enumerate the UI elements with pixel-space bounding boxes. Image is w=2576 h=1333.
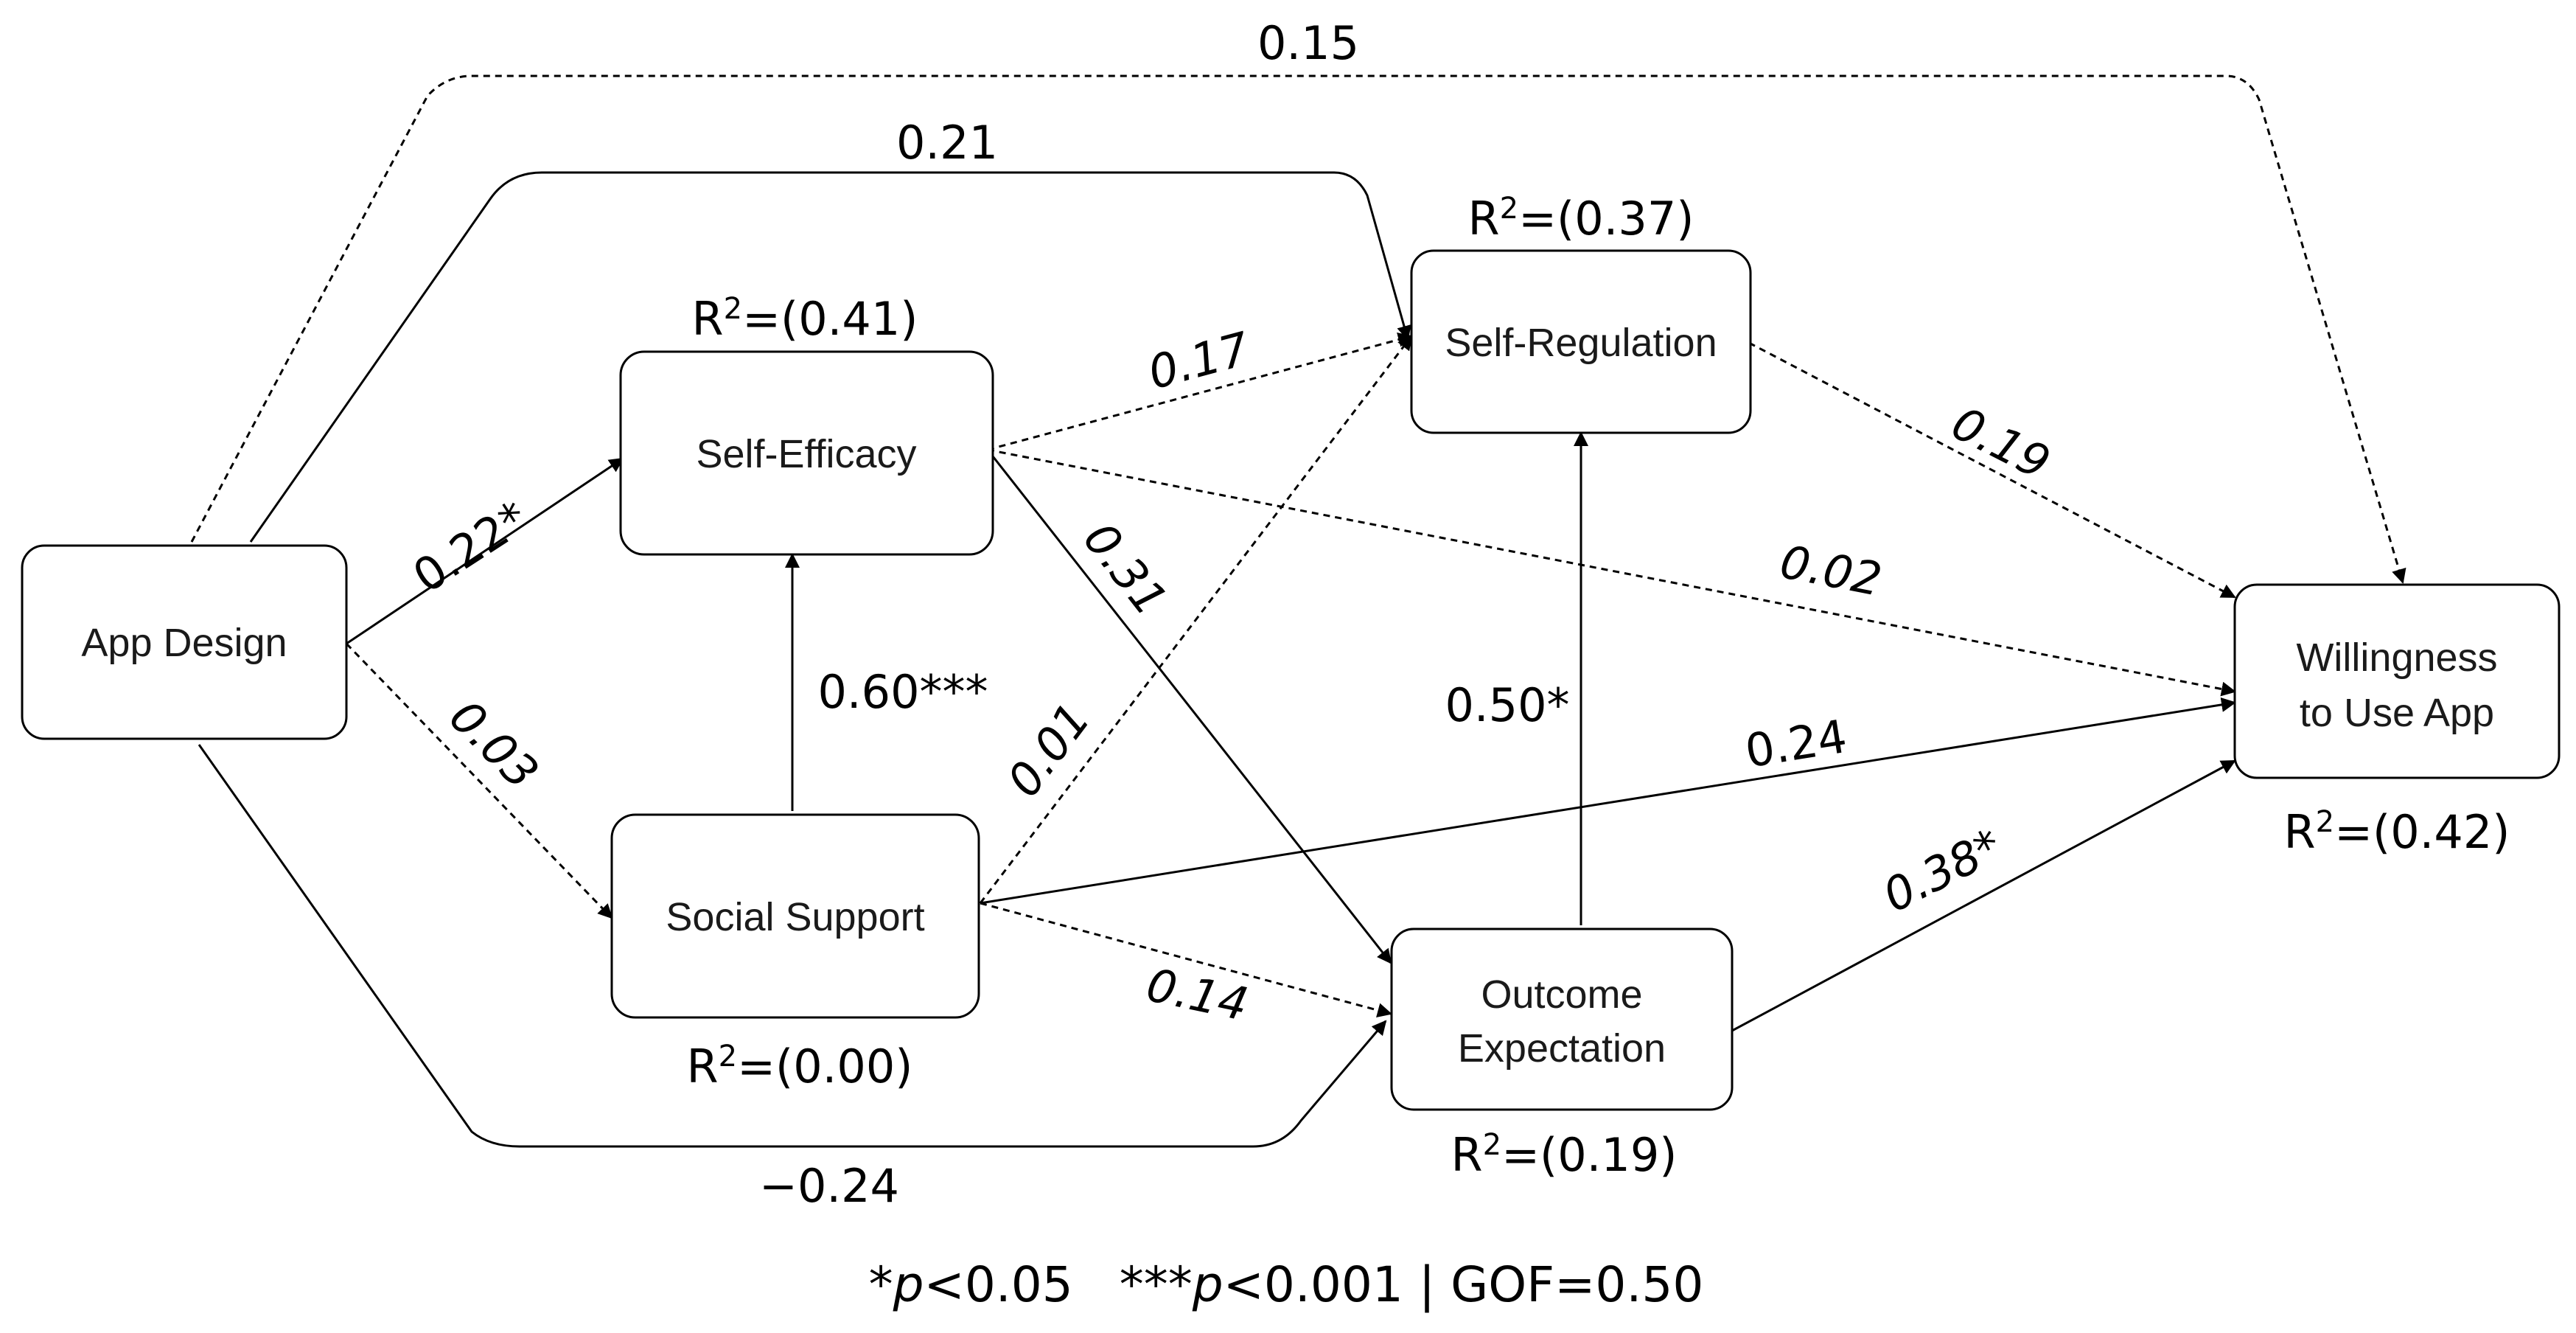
node-outcome-expectation: Outcome Expectation	[1390, 927, 1734, 1111]
edge-app-design-to-self-efficacy	[346, 457, 624, 645]
edges	[190, 74, 2406, 1148]
node-app-design: App Design	[21, 544, 348, 740]
node-social-support: Social Support	[610, 813, 980, 1019]
coef-app-design-self-efficacy: 0.22*	[404, 490, 538, 603]
edge-self-regulation-to-willingness	[1748, 341, 2236, 599]
node-label-self-regulation: Self-Regulation	[1445, 321, 1717, 365]
node-self-efficacy: Self-Efficacy	[619, 350, 994, 556]
r2-self-regulation: R2=(0.37)	[1468, 192, 1694, 246]
coef-self-efficacy-outcome-expectation: 0.31	[1073, 512, 1179, 626]
edge-app-design-to-outcome-expectation	[198, 744, 1387, 1148]
edge-app-design-to-social-support	[345, 642, 613, 919]
r2-willingness: R2=(0.42)	[2284, 805, 2510, 859]
node-label-willingness: Willingness	[2296, 636, 2497, 680]
footnote: *p<0.05 ***p<0.001 | GOF=0.50	[869, 1256, 1704, 1313]
edge-social-support-to-willingness	[980, 697, 2236, 905]
node-willingness-to-use-app: Willingness to Use App	[2233, 583, 2561, 779]
node-label-to-use-app: to Use App	[2300, 691, 2494, 735]
coef-app-design-outcome-expectation: −0.24	[759, 1159, 899, 1213]
node-label-outcome: Outcome	[1481, 972, 1642, 1017]
r2-self-efficacy: R2=(0.41)	[692, 292, 918, 346]
edge-self-efficacy-to-willingness	[987, 448, 2236, 697]
coef-social-support-self-regulation: 0.01	[996, 693, 1100, 807]
node-self-regulation: Self-Regulation	[1410, 249, 1752, 434]
coef-app-design-self-regulation: 0.21	[896, 116, 998, 170]
node-label-self-efficacy: Self-Efficacy	[696, 432, 916, 476]
node-label-expectation: Expectation	[1458, 1026, 1666, 1071]
r2-social-support: R2=(0.00)	[687, 1040, 913, 1093]
coef-outcome-expectation-willingness: 0.38*	[1874, 818, 2010, 923]
coef-app-design-willingness: 0.15	[1257, 16, 1359, 70]
edge-self-efficacy-to-outcome-expectation	[986, 449, 1392, 964]
r2-outcome-expectation: R2=(0.19)	[1451, 1128, 1678, 1182]
edge-self-efficacy-to-self-regulation	[987, 332, 1413, 451]
coef-social-support-self-efficacy: 0.60***	[817, 665, 988, 719]
edge-app-design-to-willingness	[190, 74, 2406, 584]
edge-app-design-to-self-regulation	[249, 171, 1411, 543]
edge-social-support-to-self-regulation	[979, 335, 1413, 904]
coef-self-efficacy-willingness: 0.02	[1776, 535, 1885, 607]
edge-outcome-expectation-to-willingness	[1731, 759, 2236, 1032]
coef-social-support-outcome-expectation: 0.14	[1142, 958, 1252, 1031]
coef-outcome-expectation-self-regulation: 0.50*	[1445, 678, 1569, 732]
node-label-social-support: Social Support	[666, 895, 924, 939]
edge-social-support-to-outcome-expectation	[980, 902, 1392, 1017]
coef-app-design-social-support: 0.03	[439, 689, 549, 799]
node-label-app-design: App Design	[81, 621, 287, 665]
coef-social-support-willingness: 0.24	[1742, 709, 1851, 779]
coef-self-efficacy-self-regulation: 0.17	[1142, 321, 1254, 400]
